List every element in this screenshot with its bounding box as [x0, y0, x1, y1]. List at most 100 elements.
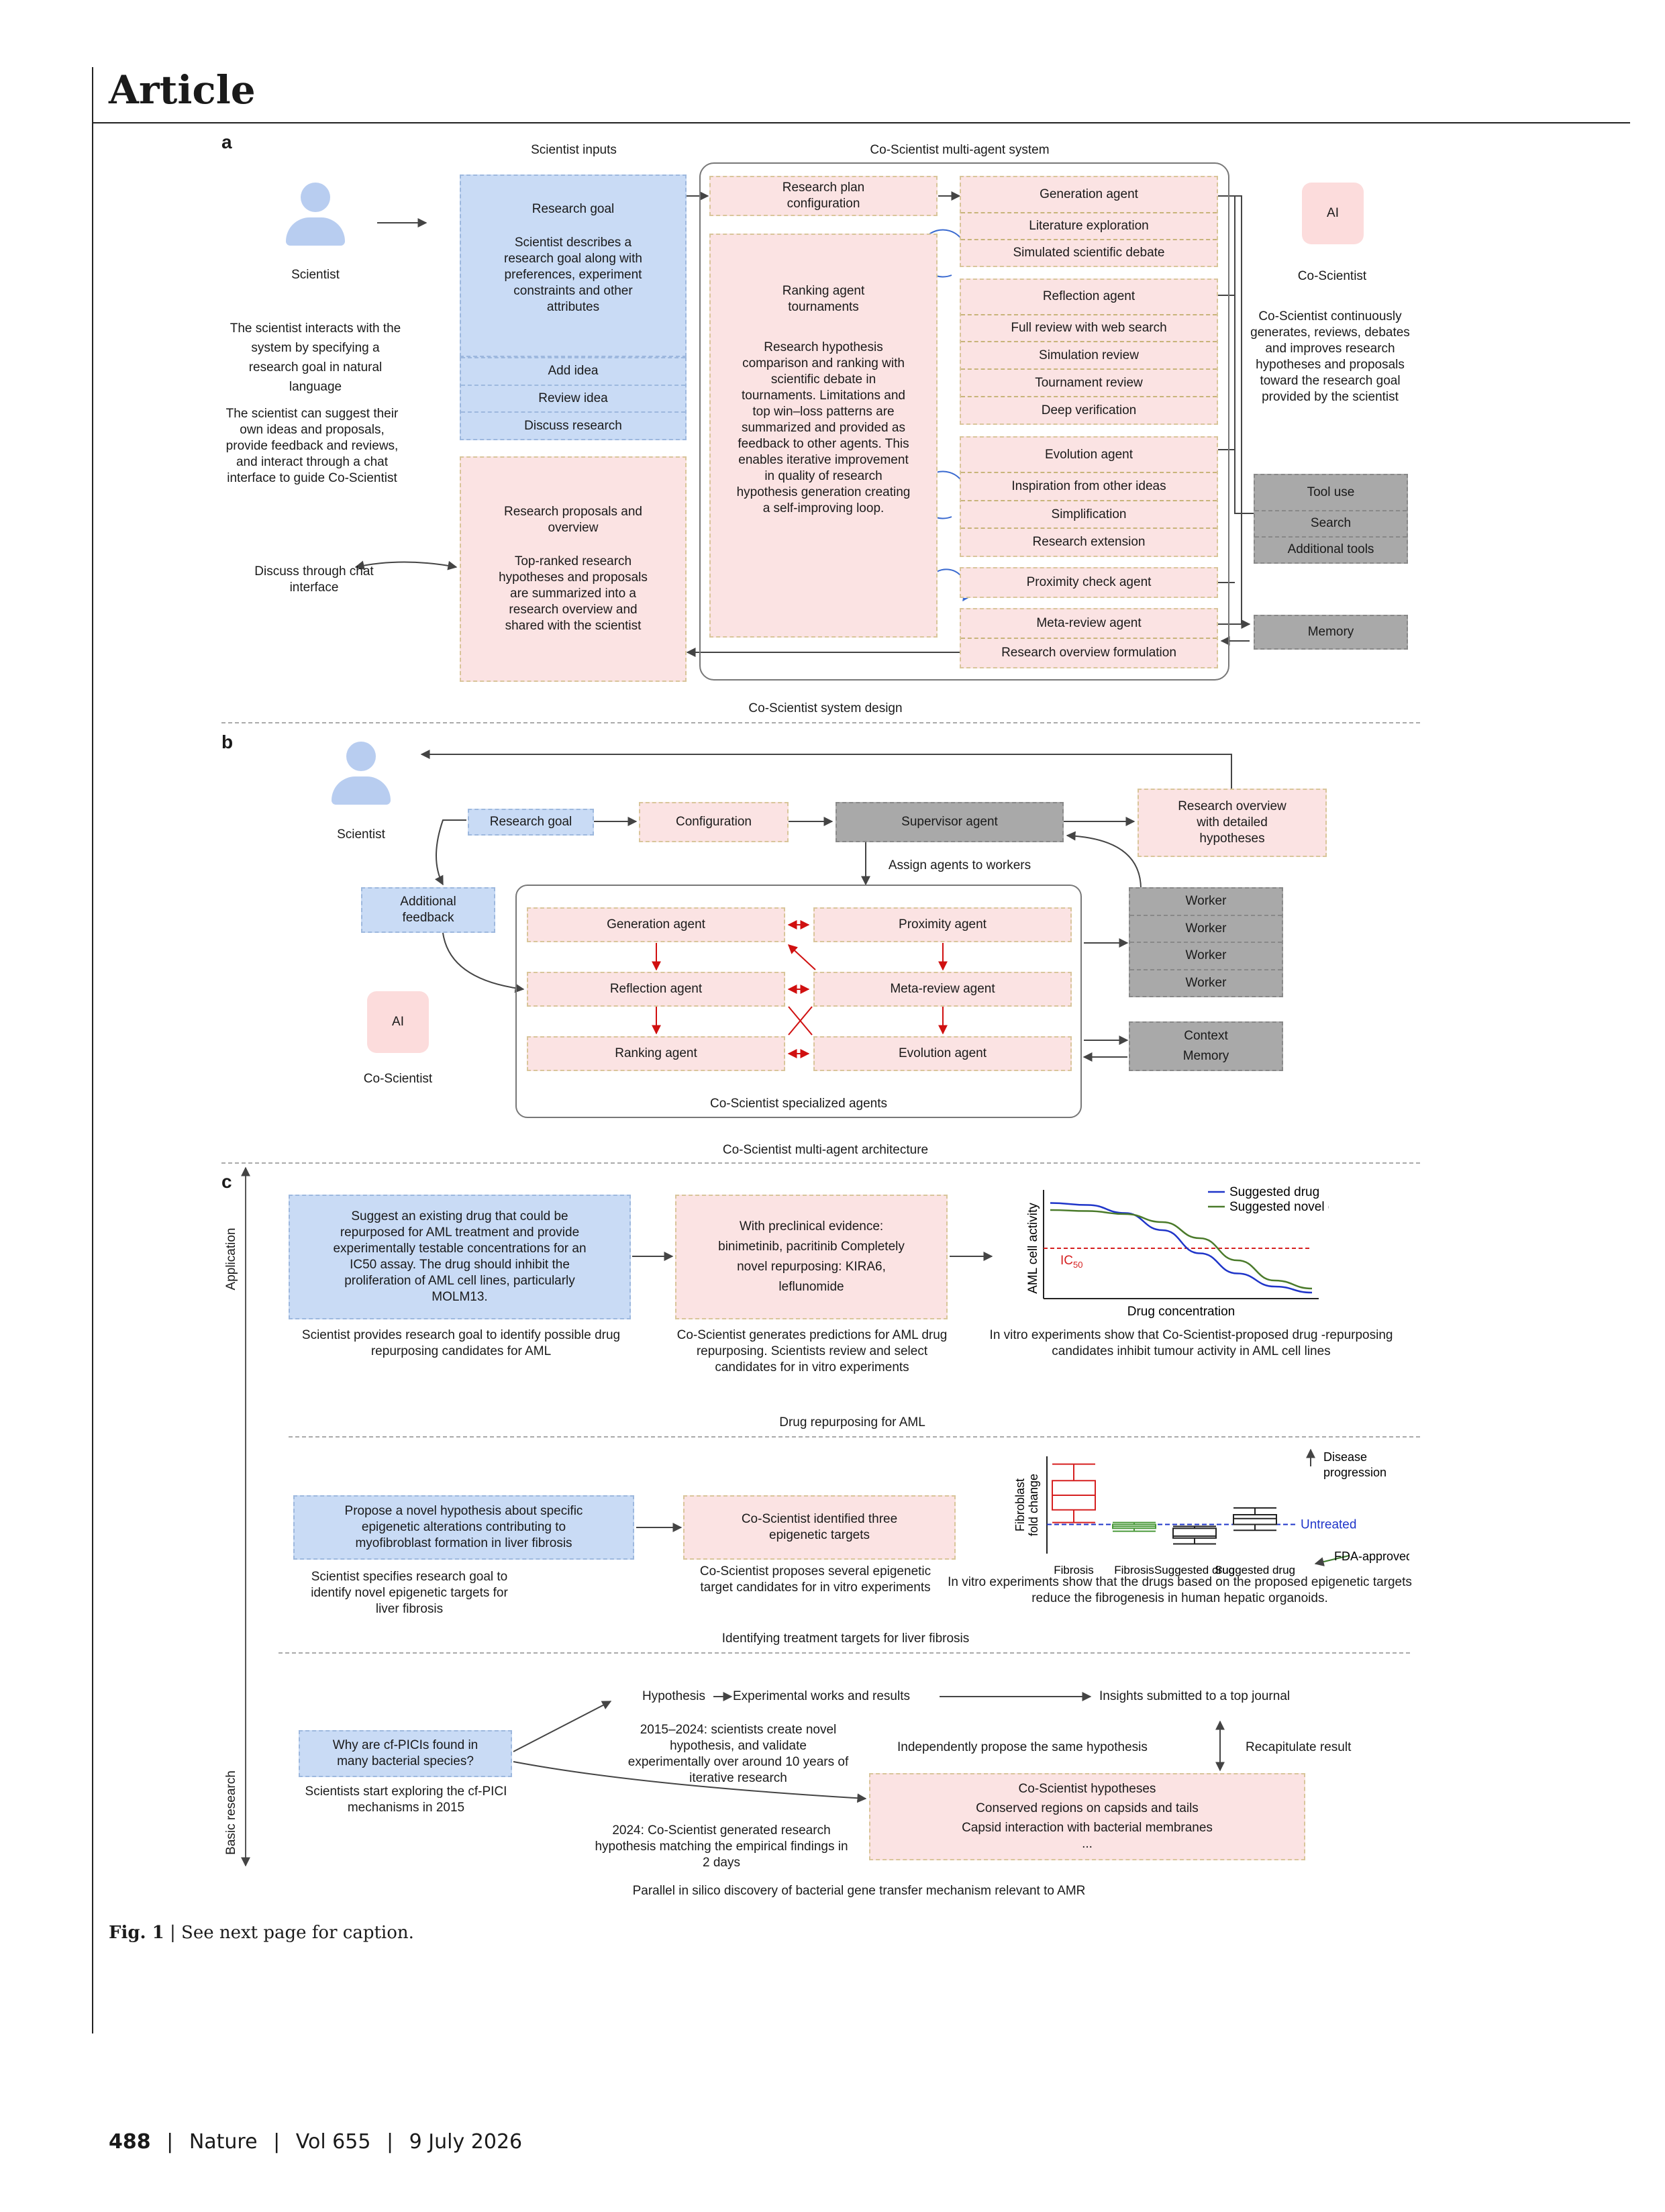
fibrosis-prompt-caption: Scientist specifies research goal to ide… [311, 1570, 508, 1616]
panel-b-letter: b [221, 732, 234, 752]
volume-label: Vol 655 [295, 2130, 371, 2154]
co-scientist-hypotheses-box: Co-Scientist hypotheses Conserved region… [869, 1773, 1305, 1860]
figure-caption: Fig. 1 | See next page for caption. [109, 1922, 414, 1944]
y-axis-label: Fibroblast [1013, 1478, 1027, 1531]
evolution-agent-group: Evolution agent Inspiration from other i… [960, 436, 1218, 557]
scientist-label: Scientist [291, 268, 340, 282]
context-memory-box: Context Memory [1129, 1021, 1283, 1071]
amr-section-title: Parallel in silico discovery of bacteria… [632, 1884, 1086, 1898]
panel-c-letter: c [221, 1171, 232, 1192]
additional-feedback-box: Additional feedback [361, 887, 495, 933]
configuration-box: Configuration [639, 802, 789, 842]
evolution-agent-label: Evolution agent [961, 438, 1217, 474]
research-extension-item: Research extension [1032, 535, 1146, 550]
hypothesis-item: Conserved regions on capsids and tails [976, 1801, 1199, 1815]
system-title: Co-Scientist multi-agent system [870, 143, 1050, 157]
axis-basic-research-label: Basic research [224, 1770, 238, 1855]
scientists-timeline-note: 2015–2024: scientists create novel hypot… [627, 1723, 849, 1785]
cf-pici-question-caption: Scientists start exploring the cf-PICI m… [305, 1784, 507, 1815]
research-goal-box-b: Research goal [468, 809, 594, 836]
multi-agent-system-frame [699, 162, 1229, 681]
generation-agent-group: Generation agent Literature exploration … [960, 176, 1218, 267]
ic50-label: IC50 [1060, 1254, 1082, 1270]
panel-a-caption: Co-Scientist system design [748, 701, 903, 715]
page-number: 488 [109, 2130, 151, 2154]
ranking-tournaments-description: Research hypothesis comparison and ranki… [736, 340, 911, 515]
reflection-agent-group: Reflection agent Full review with web se… [960, 279, 1218, 425]
research-proposals-description: Top-ranked research hypotheses and propo… [499, 554, 648, 633]
journal-name: Nature [189, 2130, 258, 2154]
page-footer: 488 | Nature | Vol 655 | 9 July 2026 [109, 2130, 522, 2154]
specialized-agents-label: Co-Scientist specialized agents [709, 1097, 888, 1111]
separator-b-c [221, 1162, 1420, 1164]
co-scientist-timeline-note: 2024: Co-Scientist generated research hy… [595, 1823, 848, 1870]
literature-exploration-item: Literature exploration [961, 213, 1217, 240]
fda-approved-label: FDA-approved [1334, 1550, 1409, 1563]
scientist-description-1: The scientist interacts with the system … [230, 321, 401, 394]
additional-tools-item: Additional tools [1287, 542, 1374, 557]
worker-pool: Worker Worker Worker Worker [1129, 887, 1283, 997]
separator-row2-row3 [279, 1652, 1410, 1654]
research-goal-title: Research goal [532, 202, 615, 216]
legend-label: Suggested novel drug [1229, 1200, 1329, 1214]
panel-b-caption: Co-Scientist multi-agent architecture [722, 1143, 929, 1157]
scientist-label-b: Scientist [337, 827, 385, 842]
hypothesis-item: ... [1082, 1837, 1093, 1851]
tournament-review-item: Tournament review [961, 370, 1217, 398]
evolution-agent-box-b: Evolution agent [813, 1036, 1072, 1071]
scientist-person-icon [282, 183, 349, 250]
fibrosis-prompt-text: Propose a novel hypothesis about specifi… [344, 1504, 583, 1550]
supervisor-agent-box: Supervisor agent [836, 802, 1064, 842]
aml-prompt-caption: Scientist provides research goal to iden… [301, 1328, 621, 1358]
specialized-agents-frame [515, 885, 1082, 1118]
tool-use-label: Tool use [1255, 475, 1407, 511]
tool-use-group: Tool use Search Additional tools [1254, 474, 1408, 564]
y-axis-label: fold change [1027, 1474, 1040, 1536]
untreated-label: Untreated [1301, 1518, 1356, 1532]
aml-result-caption: Co-Scientist generates predictions for A… [676, 1328, 948, 1374]
generation-agent-label: Generation agent [961, 177, 1217, 213]
meta-review-agent-label: Meta-review agent [961, 609, 1217, 639]
article-title: Article [109, 67, 256, 113]
scientist-person-icon-b [327, 742, 395, 809]
insights-journal-label: Insights submitted to a top journal [1099, 1689, 1291, 1703]
aml-prompt-box: Suggest an existing drug that could be r… [289, 1195, 631, 1319]
research-plan-config-box: Research plan configuration [709, 176, 938, 216]
separator-a-b [221, 722, 1420, 723]
x-axis-label: Drug concentration [1127, 1305, 1235, 1319]
co-scientist-label-a: Co-Scientist [1297, 269, 1367, 283]
co-scientist-description: Co-Scientist continuously generates, rev… [1250, 309, 1410, 404]
aml-prompt-text: Suggest an existing drug that could be r… [333, 1209, 587, 1304]
legend-label: Suggested drug [1229, 1185, 1319, 1199]
series-line [1050, 1202, 1313, 1294]
axis-application-label: Application [224, 1227, 238, 1291]
ranking-tournaments-box: Ranking agent tournaments Research hypot… [709, 234, 938, 638]
footer-divider: | [273, 2130, 281, 2154]
ranking-tournaments-title: Ranking agent tournaments [782, 284, 865, 314]
independent-hypothesis-label: Independently propose the same hypothesi… [897, 1740, 1148, 1754]
issue-date: 9 July 2026 [409, 2130, 523, 2154]
full-review-item: Full review with web search [961, 315, 1217, 343]
scientist-inputs-title: Scientist inputs [531, 143, 617, 157]
context-label: Context [1184, 1029, 1228, 1043]
footer-divider: | [387, 2130, 394, 2154]
simulation-review-item: Simulation review [961, 342, 1217, 370]
proximity-agent-box: Proximity agent [813, 907, 1072, 942]
box-body [1233, 1514, 1277, 1525]
meta-review-agent-group: Meta-review agent Research overview form… [960, 608, 1218, 668]
assign-agents-label: Assign agents to workers [888, 858, 1031, 872]
figure-caption-text: See next page for caption. [181, 1923, 414, 1943]
disease-progression-label: progression [1323, 1466, 1386, 1479]
ranking-agent-box: Ranking agent [527, 1036, 785, 1071]
fibrosis-section-title: Identifying treatment targets for liver … [721, 1631, 970, 1646]
fibrosis-chart-caption: In vitro experiments show that the drugs… [948, 1575, 1412, 1605]
ai-badge-b: AI [367, 991, 429, 1053]
panel-a-letter: a [221, 132, 232, 152]
inspiration-item: Inspiration from other ideas [961, 473, 1217, 501]
disease-progression-label: Disease [1323, 1450, 1367, 1464]
hypothesis-flow-label: Hypothesis [642, 1689, 705, 1703]
footer-divider: | [166, 2130, 174, 2154]
left-margin-rule [92, 67, 93, 2033]
deep-verification-item: Deep verification [1041, 403, 1137, 417]
